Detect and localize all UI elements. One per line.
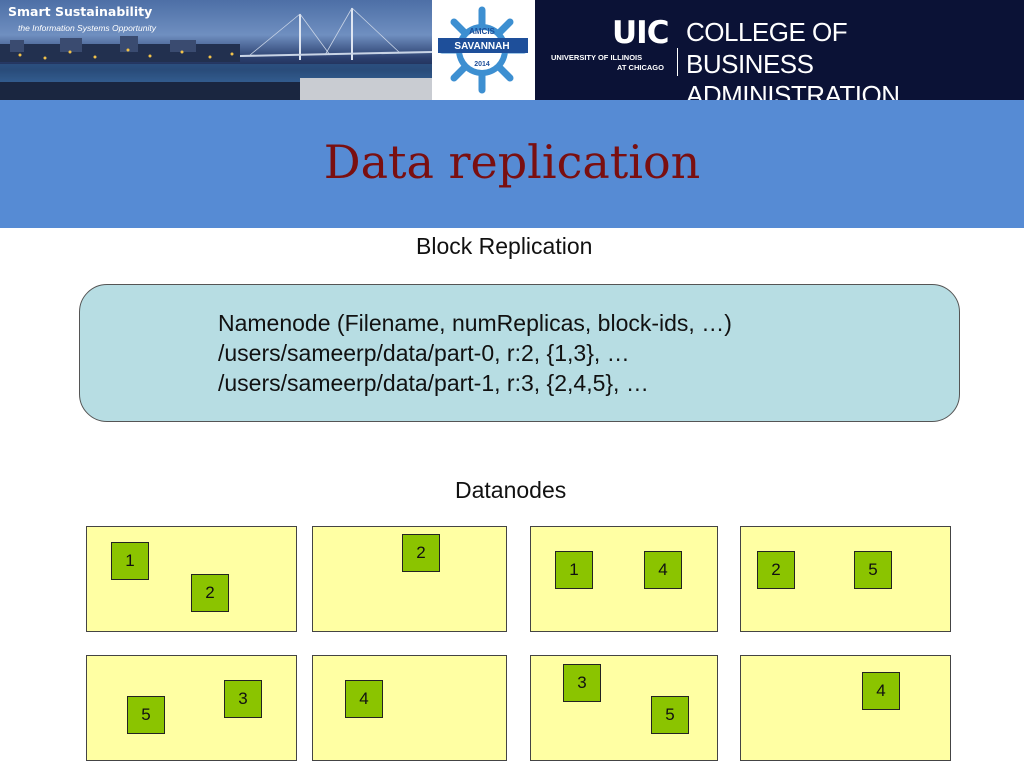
replica-block: 1 (555, 551, 593, 589)
replica-block: 2 (191, 574, 229, 612)
replica-block: 4 (644, 551, 682, 589)
replica-block: 5 (651, 696, 689, 734)
slide-title: Data replication (323, 135, 701, 189)
amcis-logo-box: AMCIS SAVANNAH 2014 (432, 0, 535, 100)
replica-block: 4 (345, 680, 383, 718)
uic-logo: UIC (612, 15, 669, 51)
skyline-illustration (0, 7, 432, 100)
namenode-line: Namenode (Filename, numReplicas, block-i… (218, 310, 732, 336)
amcis-savannah-logo: AMCIS SAVANNAH 2014 (438, 6, 528, 94)
photo-title: Smart Sustainability (8, 4, 153, 19)
photo-subtitle: the Information Systems Opportunity (18, 23, 156, 33)
namenode-line: /users/sameerp/data/part-0, r:2, {1,3}, … (218, 340, 630, 366)
amcis-year-text: 2014 (474, 61, 490, 68)
uic-college-line: COLLEGE OF (686, 17, 848, 47)
datanodes-label: Datanodes (455, 477, 567, 503)
uic-logo-box (535, 0, 1024, 100)
replica-block: 3 (563, 664, 601, 702)
namenode-box (79, 284, 960, 422)
title-band (0, 100, 1024, 228)
uic-divider (677, 48, 678, 76)
uic-chicago-line: AT CHICAGO (617, 63, 664, 72)
amcis-top-text: AMCIS (469, 27, 495, 36)
replica-block: 2 (757, 551, 795, 589)
amcis-name-text: SAVANNAH (454, 41, 509, 52)
datanode-box (312, 655, 507, 761)
replica-block: 2 (402, 534, 440, 572)
replica-block: 3 (224, 680, 262, 718)
datanode-box (740, 655, 951, 761)
datanode-box (86, 655, 297, 761)
namenode-line: /users/sameerp/data/part-1, r:3, {2,4,5}… (218, 370, 649, 396)
block-replication-heading: Block Replication (416, 233, 593, 259)
datanode-box (530, 655, 718, 761)
replica-block: 1 (111, 542, 149, 580)
replica-block: 5 (854, 551, 892, 589)
uic-university-line: UNIVERSITY OF ILLINOIS (551, 53, 643, 62)
replica-block: 4 (862, 672, 900, 710)
savannah-photo: Smart Sustainability the Information Sys… (0, 0, 432, 100)
replica-block: 5 (127, 696, 165, 734)
